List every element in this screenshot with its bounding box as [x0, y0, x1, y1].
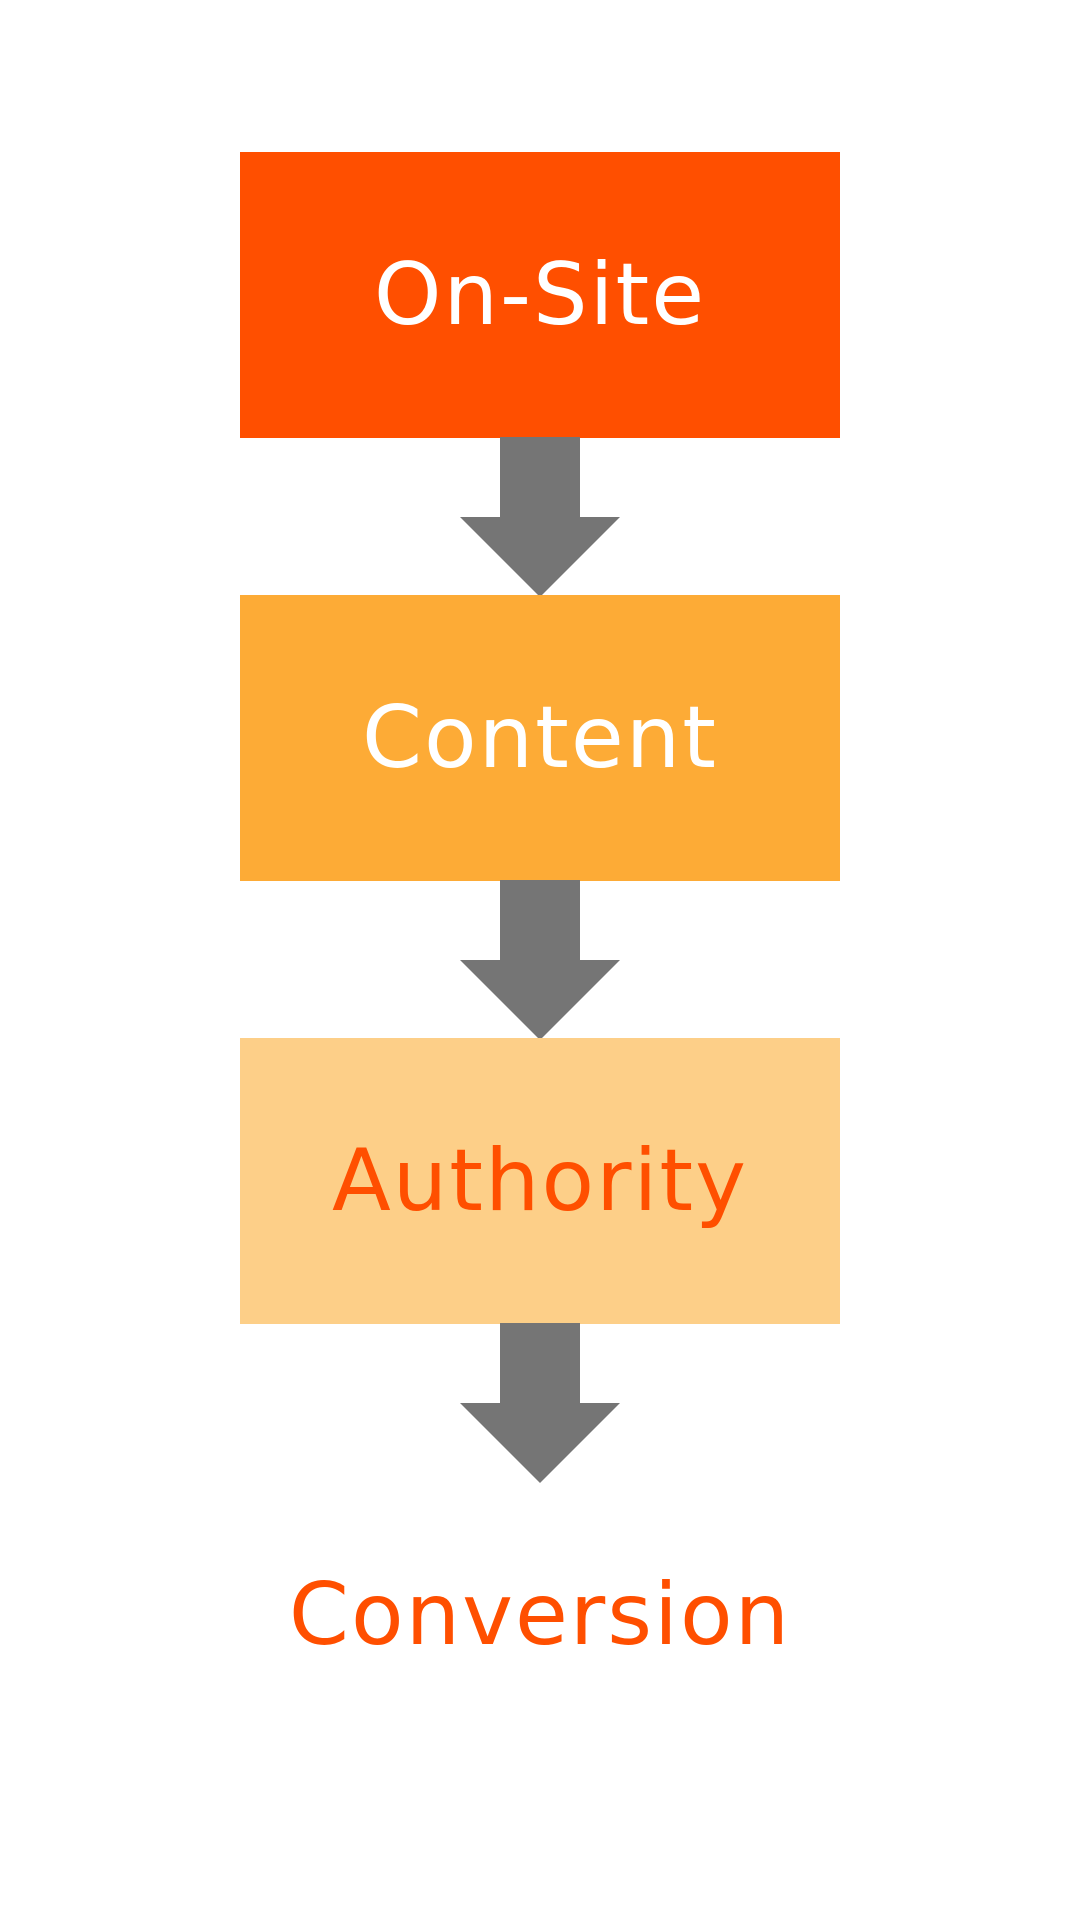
step-box-on-site: On-Site [240, 152, 840, 438]
step-box-authority: Authority [240, 1038, 840, 1324]
step-label-on-site: On-Site [373, 245, 707, 345]
step-label-content: Content [361, 688, 719, 788]
final-step-label-conversion: Conversion [288, 1565, 792, 1665]
down-arrow-icon [460, 1323, 620, 1483]
step-box-content: Content [240, 595, 840, 881]
step-label-authority: Authority [331, 1131, 749, 1231]
down-arrow-icon [460, 437, 620, 597]
down-arrow-icon [460, 880, 620, 1040]
